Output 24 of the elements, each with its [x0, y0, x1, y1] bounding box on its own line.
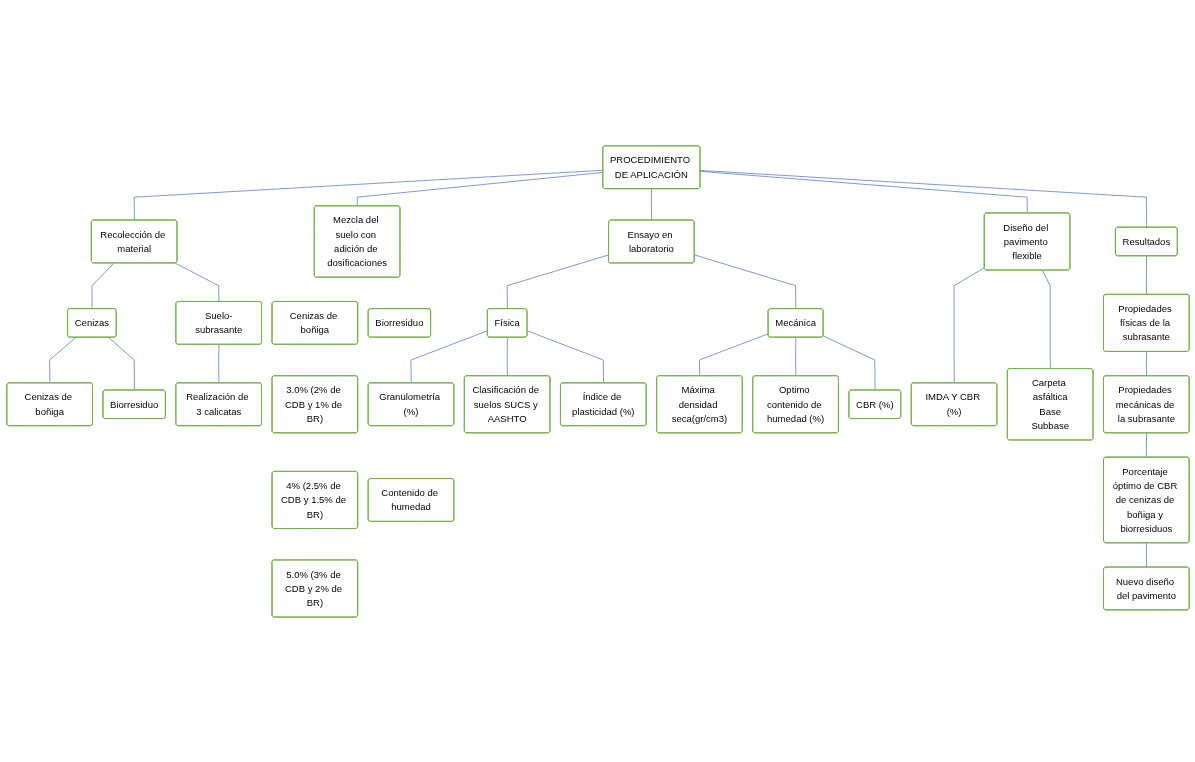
connector [107, 336, 135, 391]
connector [650, 188, 652, 221]
connector [526, 330, 604, 384]
connector [698, 332, 769, 376]
connector [699, 169, 1147, 228]
connector [217, 343, 219, 384]
connector [1145, 350, 1147, 376]
connector [953, 266, 985, 384]
connector [174, 262, 219, 302]
connector [693, 254, 796, 309]
connector [1041, 269, 1051, 369]
connector [506, 336, 508, 376]
connector [410, 330, 488, 384]
connector [48, 336, 76, 384]
connector [1145, 432, 1147, 458]
connector [506, 254, 609, 309]
connector [1145, 542, 1147, 568]
connector [822, 335, 875, 391]
connector [356, 171, 603, 206]
connector [133, 169, 603, 221]
connector [1145, 255, 1147, 295]
connector [699, 170, 1028, 214]
connector [91, 262, 114, 309]
connector [794, 336, 796, 376]
